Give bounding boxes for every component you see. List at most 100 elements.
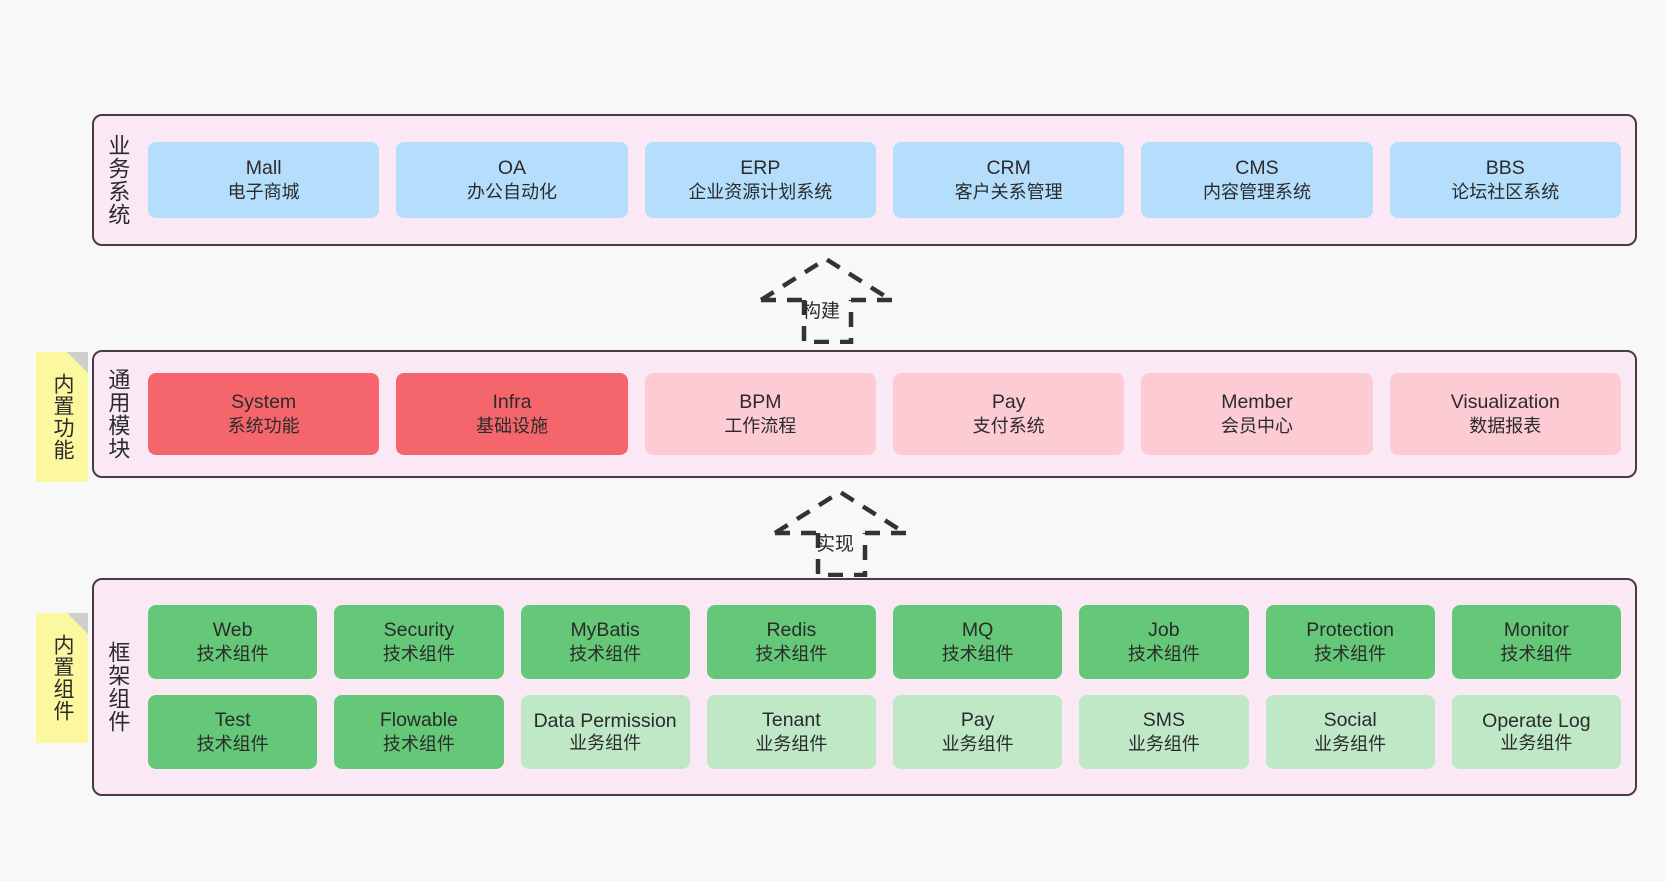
- card-subtitle: 技术组件: [196, 733, 269, 754]
- card-subtitle: 业务组件: [569, 732, 642, 753]
- connector-build: 构建: [756, 254, 906, 345]
- card-subtitle: 电子商城: [227, 181, 300, 202]
- card-title: Redis: [766, 618, 817, 641]
- note-builtin-function: 内置功能: [36, 352, 88, 482]
- card-title: Protection: [1306, 618, 1395, 641]
- card-title: Security: [383, 618, 455, 641]
- card-subtitle: 系统功能: [227, 415, 300, 436]
- note-builtin-function-label: 内置功能: [50, 373, 74, 461]
- card-subtitle: 技术组件: [196, 643, 269, 664]
- note-fold-corner-icon: [67, 613, 88, 634]
- card-subtitle: 业务组件: [941, 733, 1014, 754]
- card-title: Test: [214, 708, 251, 731]
- card-subtitle: 技术组件: [755, 643, 828, 664]
- card-title: Operate Log: [1482, 709, 1591, 732]
- card-subtitle: 办公自动化: [466, 181, 557, 202]
- card-title: OA: [497, 156, 527, 179]
- note-builtin-component: 内置组件: [36, 613, 88, 743]
- card-subtitle: 内容管理系统: [1202, 181, 1311, 202]
- card-subtitle: 工作流程: [724, 415, 797, 436]
- card-subtitle: 基础设施: [475, 415, 548, 436]
- business-system-layer-title: 业务系统: [105, 134, 131, 226]
- card-subtitle: 会员中心: [1220, 415, 1293, 436]
- connector-build-icon: [759, 256, 894, 345]
- card-title: Social: [1323, 708, 1377, 731]
- card-subtitle: 技术组件: [1127, 643, 1200, 664]
- card-subtitle: 技术组件: [941, 643, 1014, 664]
- card-subtitle: 业务组件: [755, 733, 828, 754]
- card-subtitle: 业务组件: [1314, 733, 1387, 754]
- note-builtin-component-label: 内置组件: [50, 634, 74, 722]
- card-title: System: [231, 390, 297, 413]
- card-title: Member: [1221, 390, 1293, 413]
- card-subtitle: 数据报表: [1469, 415, 1542, 436]
- card-title: BBS: [1485, 156, 1525, 179]
- card-title: Infra: [492, 390, 532, 413]
- card-title: CMS: [1235, 156, 1279, 179]
- card-title: Mall: [245, 156, 282, 179]
- connector-build-label: 构建: [802, 301, 841, 322]
- card-subtitle: 技术组件: [382, 733, 455, 754]
- common-module-layer-title: 通用模块: [105, 368, 131, 460]
- card-subtitle: 技术组件: [1314, 643, 1387, 664]
- card-title: Pay: [991, 390, 1026, 413]
- note-fold-corner-icon: [67, 352, 88, 373]
- card-subtitle: 技术组件: [1500, 643, 1573, 664]
- card-title: Visualization: [1450, 390, 1560, 413]
- card-title: ERP: [740, 156, 781, 179]
- card-subtitle: 业务组件: [1127, 733, 1200, 754]
- card-title: Monitor: [1503, 618, 1569, 641]
- card-subtitle: 支付系统: [972, 415, 1045, 436]
- card-subtitle: 技术组件: [569, 643, 642, 664]
- card-title: Job: [1148, 618, 1180, 641]
- card-subtitle: 论坛社区系统: [1451, 181, 1560, 202]
- card-title: MQ: [961, 618, 994, 641]
- card-title: MyBatis: [570, 618, 640, 641]
- card-title: BPM: [739, 390, 782, 413]
- card-title: Web: [212, 618, 253, 641]
- card-title: Flowable: [379, 708, 458, 731]
- card-title: Pay: [960, 708, 995, 731]
- framework-component-layer-title: 框架组件: [105, 641, 131, 733]
- card-subtitle: 业务组件: [1500, 732, 1573, 753]
- connector-implement-icon: [773, 489, 908, 578]
- card-title: Data Permission: [533, 709, 677, 732]
- card-title: CRM: [986, 156, 1031, 179]
- connector-implement-label: 实现: [816, 534, 855, 555]
